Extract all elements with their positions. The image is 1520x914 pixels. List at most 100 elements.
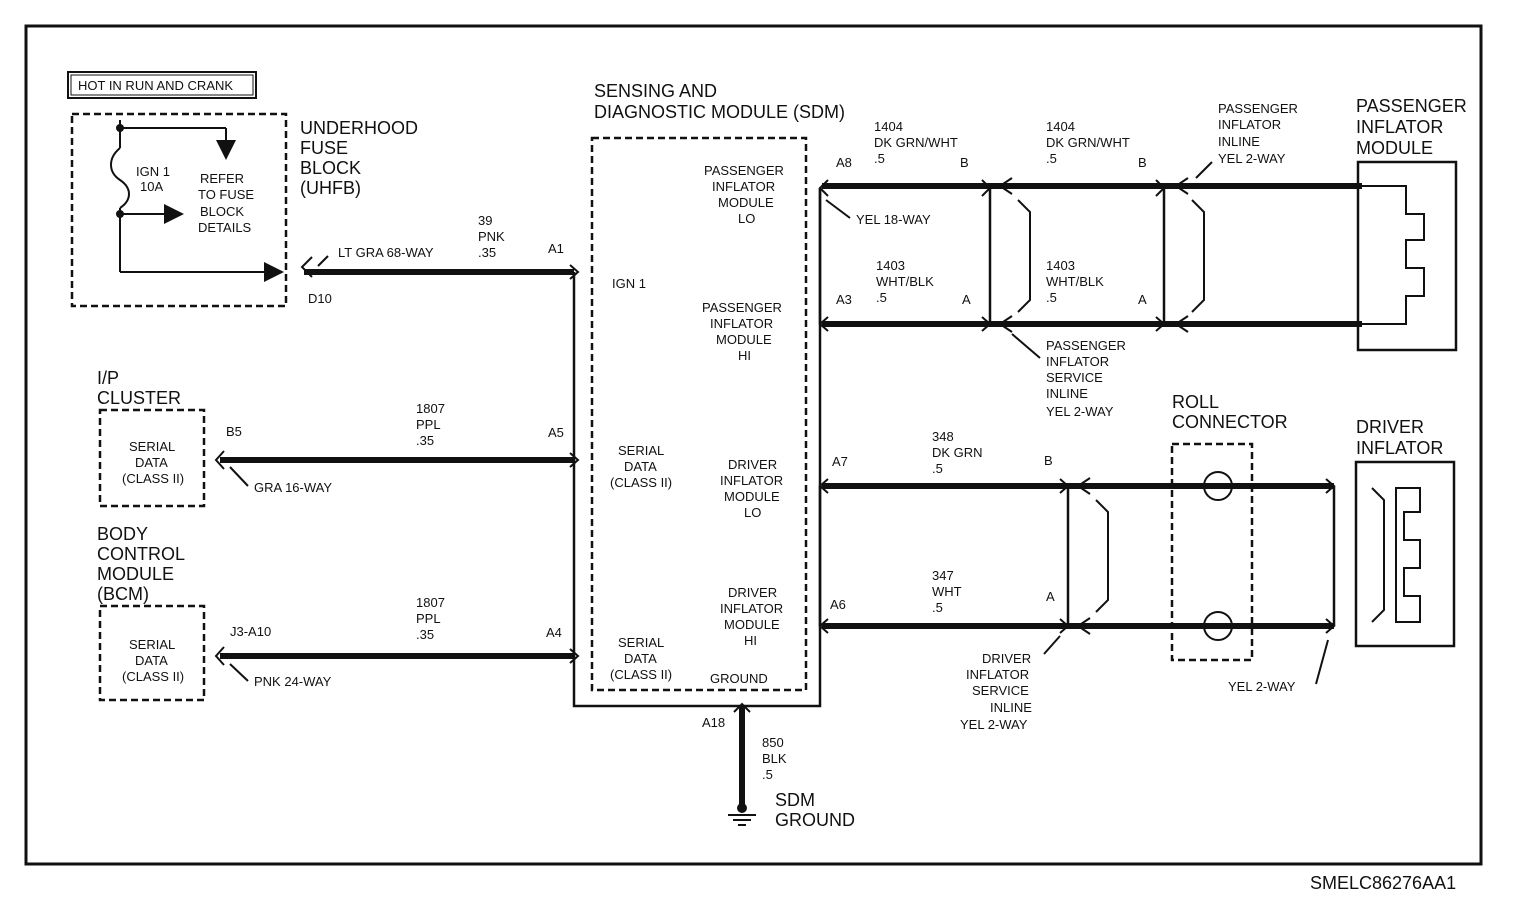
passenger-lo-wire: YEL 18-WAY A8 1404 DK GRN/WHT .5 B 1404 … [818,119,1362,227]
pin-a8: A8 [836,155,852,170]
sdm-module: IGN 1 SERIAL DATA (CLASS II) SERIAL DATA… [569,136,822,708]
pass-hi-2-gauge: .5 [1046,290,1057,305]
pass-lo-1-gauge: .5 [874,151,885,166]
sdm-title-1: SENSING AND [594,81,717,101]
sdm-serial2-line-1: SERIAL [618,635,664,650]
bcm-circuit-color: PPL [416,611,441,626]
passenger-hi-wire: A3 1403 WHT/BLK .5 A 1403 WHT/BLK .5 A [818,258,1362,333]
refer-line-3: BLOCK [200,204,244,219]
drv-lo-gauge: .5 [932,461,943,476]
pass-service-1: PASSENGER [1046,338,1126,353]
sdm-serial2-line-2: DATA [624,651,657,666]
drv-hi-gauge: .5 [932,600,943,615]
sdm-serial2-line-3: (CLASS II) [610,667,672,682]
sdm-connector: YEL 18-WAY [856,212,931,227]
bcm-title-1: BODY [97,524,148,544]
refer-line-1: REFER [200,171,244,186]
passenger-connector-bodies [818,161,1213,359]
sdm-drv-hi-2: INFLATOR [720,601,783,616]
pass-lo-2-color: DK GRN/WHT [1046,135,1130,150]
pass-hi-1-number: 1403 [876,258,905,273]
sdm-ign-label: IGN 1 [612,276,646,291]
sdm-pass-hi-3: MODULE [716,332,772,347]
drv-service-4: INLINE [990,700,1032,715]
sdm-drv-lo-1: DRIVER [728,457,777,472]
roll-connector [1170,442,1254,662]
pass-service-2: INFLATOR [1046,354,1109,369]
sdm-pass-hi-1: PASSENGER [702,300,782,315]
ipc-box-line-2: DATA [135,455,168,470]
sdm-ground-wire: A18 850 BLK .5 SDM GROUND [702,702,855,830]
bcm-box-line-3: (CLASS II) [122,669,184,684]
pass-hi-1-gauge: .5 [876,290,887,305]
ign-wire: LT GRA 68-WAY D10 39 PNK .35 A1 [300,213,574,306]
sdm-drv-hi-3: MODULE [724,617,780,632]
ipc-connector: GRA 16-WAY [254,480,332,495]
bcm-title-2: CONTROL [97,544,185,564]
ip-cluster: SERIAL DATA (CLASS II) [98,408,206,508]
ipc-circuit-color: PPL [416,417,441,432]
driver-lo-wire: A7 348 DK GRN .5 B [818,429,1336,495]
pass-lo-2-gauge: .5 [1046,151,1057,166]
sdm-title-2: DIAGNOSTIC MODULE (SDM) [594,102,845,122]
body-control-module: SERIAL DATA (CLASS II) [98,604,206,702]
bcm-title-4: (BCM) [97,584,149,604]
sdm-ground-title-2: GROUND [775,810,855,830]
ipc-title-1: I/P [97,368,119,388]
sdm-pass-lo-4: LO [738,211,755,226]
pass-service-4: INLINE [1046,386,1088,401]
drv-service-1: DRIVER [982,651,1031,666]
pin-a3: A3 [836,292,852,307]
cavity-b2: B [1138,155,1147,170]
pin-a1: A1 [548,241,564,256]
drv-service-5: YEL 2-WAY [960,717,1028,732]
page-frame [24,24,1483,866]
ground-icon [728,803,756,826]
uhfb-title-2: FUSE [300,138,348,158]
underhood-fuse-block: IGN 1 10A REFER TO FUSE BLOCK DETAILS [70,112,288,308]
fuse-icon [110,147,130,209]
pass-inline-2: INFLATOR [1218,117,1281,132]
sdm-serial1-line-2: DATA [624,459,657,474]
pin-a18: A18 [702,715,725,730]
ipc-circuit-gauge: .35 [416,433,434,448]
ground-circuit-number: 850 [762,735,784,750]
drv-connector: YEL 2-WAY [1228,679,1296,694]
pin-a7: A7 [832,454,848,469]
cavity-b3: B [1044,453,1053,468]
ign-circuit-number: 39 [478,213,492,228]
uhfb-title-3: BLOCK [300,158,361,178]
sdm-drv-hi-4: HI [744,633,757,648]
uhfb-title-1: UNDERHOOD [300,118,418,138]
bcm-circuit-gauge: .35 [416,627,434,642]
fuse-name: IGN 1 [136,164,170,179]
bcm-title-3: MODULE [97,564,174,584]
refer-line-4: DETAILS [198,220,252,235]
hot-in-run-crank-box: HOT IN RUN AND CRANK [67,71,257,99]
figure-id: SMELC86276AA1 [1310,873,1456,893]
ipc-box-line-1: SERIAL [129,439,175,454]
ipc-wire: GRA 16-WAY B5 1807 PPL .35 A5 [214,401,574,495]
uhfb-connector: LT GRA 68-WAY [338,245,434,260]
pin-a6: A6 [830,597,846,612]
sdm-serial1-line-3: (CLASS II) [610,475,672,490]
bcm-box-line-2: DATA [135,653,168,668]
bcm-pin: J3-A10 [230,624,271,639]
refer-line-2: TO FUSE [198,187,254,202]
sdm-pass-hi-4: HI [738,348,751,363]
uhfb-pin: D10 [308,291,332,306]
sdm-pass-lo-2: INFLATOR [712,179,775,194]
uhfb-title-4: (UHFB) [300,178,361,198]
cavity-a3: A [1046,589,1055,604]
ipc-box-line-3: (CLASS II) [122,471,184,486]
pass-lo-2-number: 1404 [1046,119,1075,134]
drv-hi-number: 347 [932,568,954,583]
driver-inflator-title-2: INFLATOR [1356,438,1443,458]
drv-service-3: SERVICE [972,683,1029,698]
ipc-circuit-number: 1807 [416,401,445,416]
ground-circuit-gauge: .5 [762,767,773,782]
fuse-rating: 10A [140,179,163,194]
driver-hi-wire: A6 347 WHT .5 A [818,568,1336,635]
pass-inline-3: INLINE [1218,134,1260,149]
hot-label: HOT IN RUN AND CRANK [78,78,233,93]
